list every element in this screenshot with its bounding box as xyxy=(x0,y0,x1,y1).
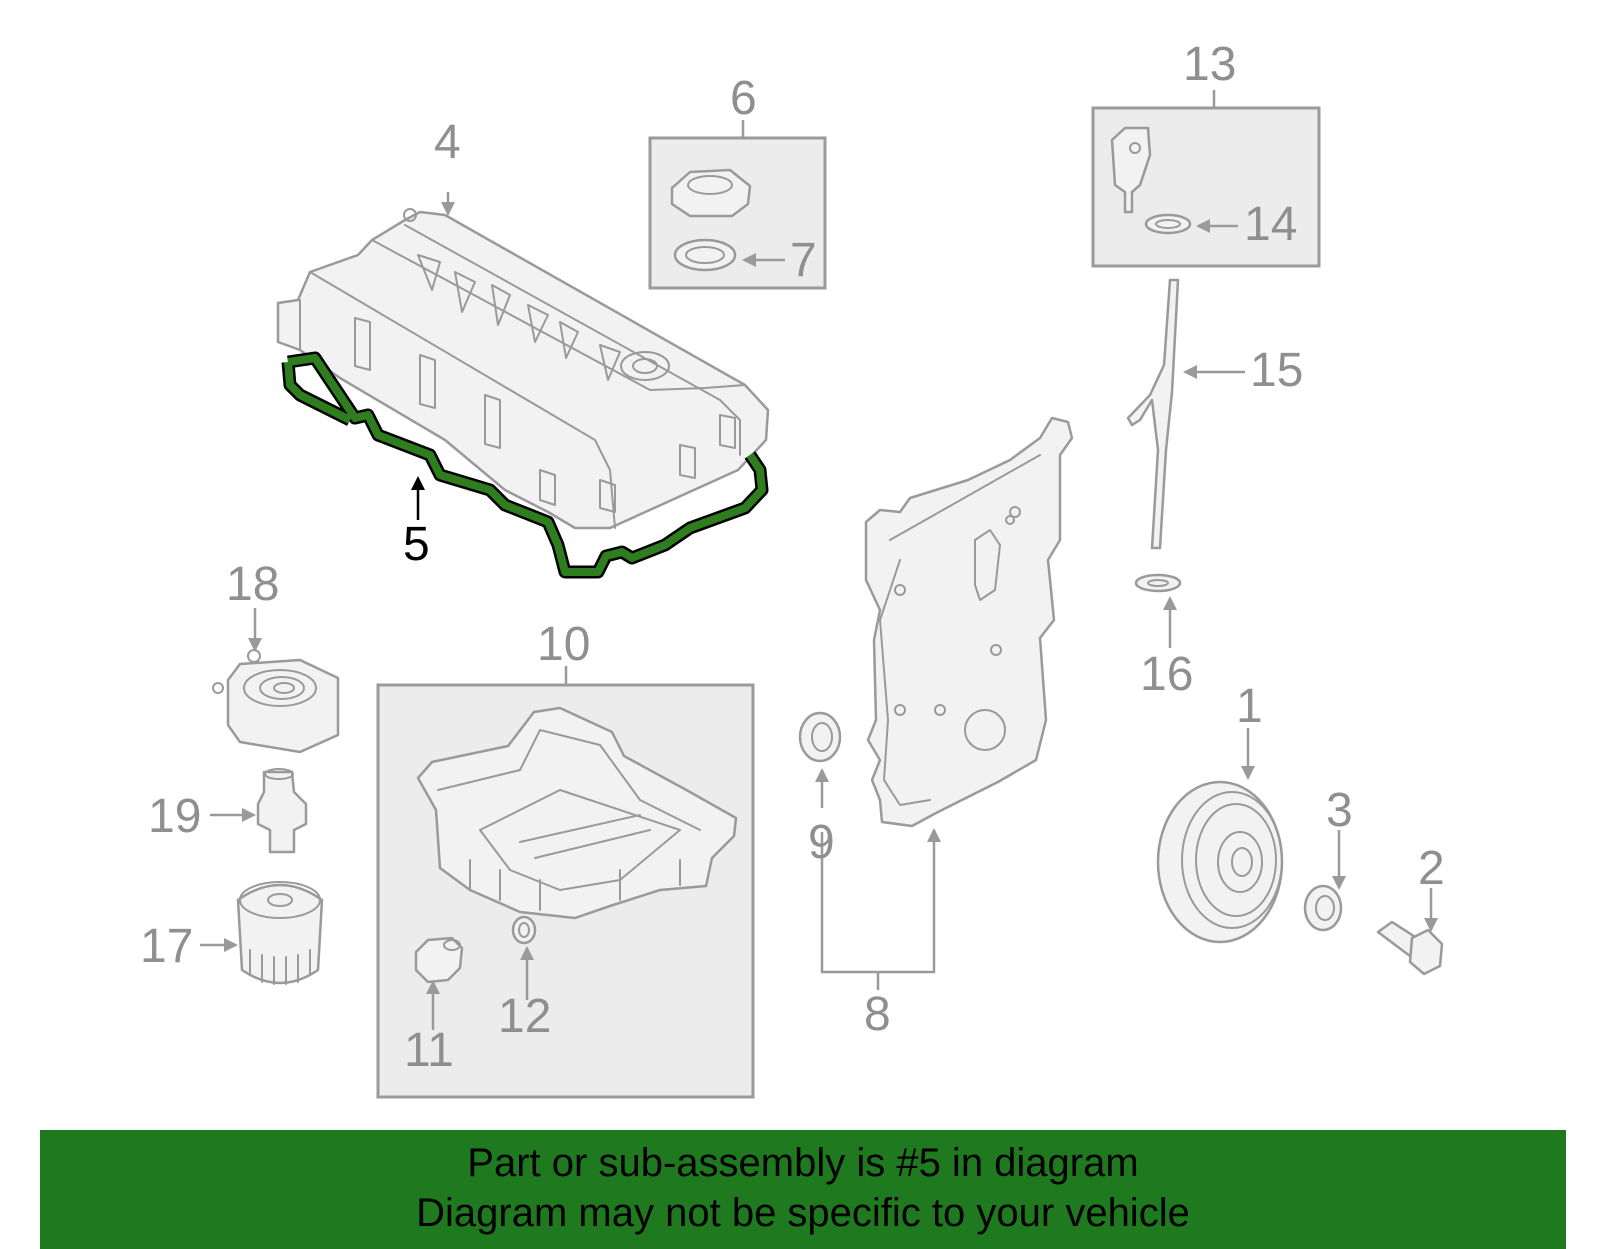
info-banner: Part or sub-assembly is #5 in diagram Di… xyxy=(40,1130,1566,1249)
callout-15: 15 xyxy=(1250,344,1303,397)
arrowheads xyxy=(224,202,1438,994)
callout-4: 4 xyxy=(434,116,461,169)
oil-pan[interactable] xyxy=(416,706,738,920)
callout-13: 13 xyxy=(1183,38,1236,91)
callout-7: 7 xyxy=(790,234,817,287)
crankshaft-pulley[interactable] xyxy=(1156,780,1284,944)
callout-11: 11 xyxy=(404,1024,454,1077)
callout-18: 18 xyxy=(226,558,279,611)
callout-14: 14 xyxy=(1244,198,1297,251)
callout-9: 9 xyxy=(808,816,835,869)
oil-cooler[interactable] xyxy=(212,649,340,754)
callout-10: 10 xyxy=(537,618,590,671)
front-crank-seal[interactable] xyxy=(798,711,842,763)
callout-16: 16 xyxy=(1140,648,1193,701)
callout-17: 17 xyxy=(140,920,193,973)
callout-3: 3 xyxy=(1326,784,1353,837)
callout-19: 19 xyxy=(148,790,201,843)
timing-cover[interactable] xyxy=(864,416,1074,828)
callout-6: 6 xyxy=(730,72,757,125)
tube-seal[interactable] xyxy=(1134,573,1182,593)
valve-cover-gasket[interactable] xyxy=(281,351,769,579)
callout-5: 5 xyxy=(403,518,430,571)
oil-cooler-fitting[interactable] xyxy=(256,768,308,854)
drain-plug-gasket[interactable] xyxy=(511,915,537,945)
callout-numbers: 1 2 3 4 5 6 7 8 9 10 11 12 13 14 15 16 1… xyxy=(140,38,1445,1077)
dipstick-handle[interactable] xyxy=(1110,126,1152,214)
callout-8: 8 xyxy=(864,988,891,1041)
banner-part-note: Part or sub-assembly is #5 in diagram xyxy=(467,1141,1139,1185)
oil-filter[interactable] xyxy=(236,881,324,985)
banner-disclaimer: Diagram may not be specific to your vehi… xyxy=(416,1191,1190,1235)
callout-1: 1 xyxy=(1236,680,1263,733)
drain-plug[interactable] xyxy=(414,936,464,984)
pulley-bolt[interactable] xyxy=(1376,920,1444,976)
valve-cover[interactable] xyxy=(276,208,770,530)
dipstick-tube[interactable] xyxy=(1126,278,1180,550)
dipstick-o-ring[interactable] xyxy=(1144,213,1192,235)
callout-2: 2 xyxy=(1418,842,1445,895)
pulley-washer[interactable] xyxy=(1303,884,1343,932)
callout-12: 12 xyxy=(498,990,551,1043)
oil-filler-cap[interactable] xyxy=(670,168,752,218)
filler-cap-seal[interactable] xyxy=(673,238,737,272)
